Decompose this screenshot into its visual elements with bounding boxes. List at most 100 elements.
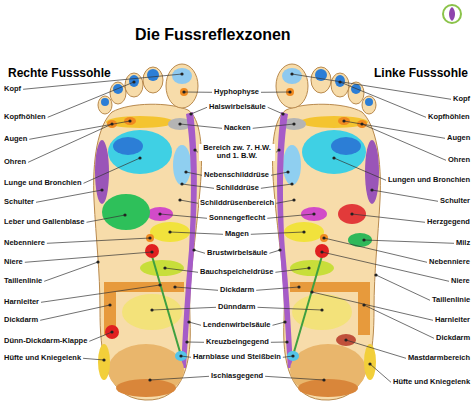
zone-label: Kopfhöhlen <box>4 113 46 122</box>
zone-label: Hüfte und Kniegelenk <box>4 354 81 363</box>
zone-label: Nebenniere <box>429 258 470 267</box>
leader-line <box>28 124 112 162</box>
leader-dot <box>102 358 105 361</box>
heart-zone <box>338 204 366 224</box>
leader-dot <box>96 260 99 263</box>
leader-line <box>48 82 134 117</box>
leader-dot <box>342 119 345 122</box>
leader-dot <box>150 250 153 253</box>
zone-label: Nebenniere <box>4 239 45 248</box>
zone-label: Taillenlinie <box>4 277 42 286</box>
zone-label: Dickdarm <box>4 316 38 325</box>
zone-label: Herzgegend <box>427 218 470 227</box>
leader-dot <box>368 362 371 365</box>
zone-label: Lungen und Bronchien <box>388 176 470 185</box>
leader-line <box>189 322 201 325</box>
leader-line <box>364 240 454 243</box>
leader-dot <box>148 378 151 381</box>
leader-line <box>261 92 290 93</box>
leader-line <box>273 322 286 325</box>
zone-label: Harnleiter <box>435 316 470 325</box>
leader-dot <box>362 238 365 241</box>
leader-dot <box>132 80 135 83</box>
leader-line <box>364 305 434 338</box>
right-foot <box>94 64 202 400</box>
leader-dot <box>187 320 190 323</box>
leader-line <box>334 158 386 180</box>
leader-dot <box>292 198 295 201</box>
zone-label: Nacken <box>223 124 252 133</box>
leader-line <box>184 92 212 93</box>
leader-line <box>258 307 323 310</box>
leader-dot <box>344 338 347 341</box>
leader-dot <box>178 122 181 125</box>
zone-label: Dickdarm <box>436 334 470 343</box>
leader-dot <box>332 156 335 159</box>
leader-line <box>40 305 110 320</box>
leader-dot <box>362 303 365 306</box>
zone-label: Niere <box>4 258 23 267</box>
zone-label: Lunge und Bronchien <box>4 179 82 188</box>
zone-label: Sonnengeflecht <box>208 214 266 223</box>
leader-line <box>182 184 214 188</box>
leader-dot <box>180 72 183 75</box>
zone-label: Halswirbelsäule <box>208 103 267 112</box>
leader-line <box>271 172 288 175</box>
zone-label: Augen <box>447 134 470 143</box>
zone-label: Milz <box>456 239 470 248</box>
leader-line <box>84 158 141 183</box>
leader-dot <box>297 285 300 288</box>
leader-dot <box>173 285 176 288</box>
zone-label: Kopf <box>4 85 21 94</box>
zone-label: Dünndarm <box>217 303 257 312</box>
chart-title: Die Fussreflexzonen <box>135 26 291 44</box>
rectum-zone <box>336 334 356 346</box>
leader-line <box>312 292 433 320</box>
zone-label: Schilddrüse <box>215 184 260 193</box>
leader-dot <box>307 266 310 269</box>
leader-dot <box>108 303 111 306</box>
zone-label: Niere <box>451 277 470 286</box>
leader-line <box>191 107 207 114</box>
leader-line <box>322 252 449 281</box>
leader-dot <box>193 148 196 151</box>
leader-line <box>186 172 202 175</box>
leader-dot <box>291 354 294 357</box>
leader-dot <box>370 188 373 191</box>
leader-line <box>253 124 294 128</box>
leader-line <box>187 342 204 343</box>
leader-dot <box>281 112 284 115</box>
leader-dot <box>168 230 171 233</box>
leader-dot <box>320 250 323 253</box>
zone-label: Bauchspeicheldrüse <box>199 268 274 277</box>
leader-dot <box>350 212 353 215</box>
zone-label: Magen <box>224 230 250 239</box>
zone-label: Ischiasgegend <box>210 372 264 381</box>
leader-line <box>47 238 150 243</box>
leader-line <box>44 262 98 281</box>
leader-dot <box>178 198 181 201</box>
side-heading: Linke Fusssohle <box>374 66 468 80</box>
zone-label: Dünn-Dickdarm-Klappe <box>4 337 87 346</box>
side-heading: Rechte Fusssohle <box>8 66 111 80</box>
zone-label: Schulter <box>440 197 470 206</box>
leader-line <box>346 340 406 358</box>
leader-dot <box>290 182 293 185</box>
leader-dot <box>320 308 323 311</box>
leader-dot <box>360 122 363 125</box>
leader-line <box>152 307 216 310</box>
leader-line <box>150 376 209 380</box>
leader-dot <box>286 170 289 173</box>
leader-dot <box>182 90 185 93</box>
leader-line <box>25 252 152 262</box>
leader-line <box>41 285 160 302</box>
zone-label: Leber und Gallenblase <box>4 218 84 227</box>
leader-dot <box>322 378 325 381</box>
zone-label: Hyphophyse <box>213 88 260 97</box>
leader-dot <box>150 308 153 311</box>
leader-line <box>261 184 292 188</box>
leader-line <box>276 200 294 203</box>
leader-line <box>256 287 299 290</box>
leader-dot <box>310 290 313 293</box>
leader-line <box>180 124 222 128</box>
